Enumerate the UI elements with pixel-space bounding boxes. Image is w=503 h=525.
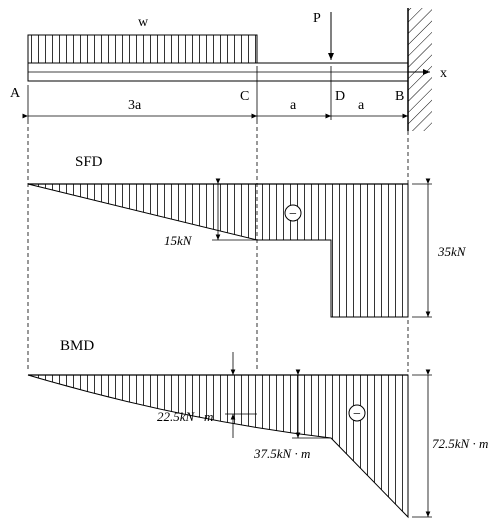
bmd-value-c: 22.5kN · m [157, 409, 213, 424]
dim-ac-label: 3a [128, 98, 142, 113]
x-axis-label: x [440, 66, 447, 81]
bmd-value-end: 72.5kN · m [432, 436, 488, 451]
point-load-label: P [313, 11, 321, 26]
bmd-value-d: 37.5kN · m [253, 446, 310, 461]
load-label: w [138, 15, 149, 30]
dim-db-label: a [358, 98, 365, 113]
beam [27, 62, 409, 82]
distributed-load [27, 34, 258, 64]
sfd-dim-c [212, 178, 257, 241]
bmd-dim-c [225, 352, 257, 438]
point-b-label: B [395, 89, 404, 104]
bmd-dim-d [292, 369, 331, 439]
bmd-area [27, 374, 409, 519]
sfd-dim-end [412, 178, 432, 318]
bmd-sign-badge: − [348, 404, 366, 422]
dim-cd-label: a [290, 98, 297, 113]
point-a-label: A [10, 86, 21, 101]
distributed-load-block [27, 34, 258, 64]
sfd-value-c: 15kN [164, 233, 193, 248]
sfd-title: SFD [75, 154, 103, 170]
point-d-label: D [335, 89, 345, 104]
wall-hatch [408, 8, 432, 131]
bmd-dim-end [412, 369, 432, 518]
bmd-diagram [27, 374, 409, 519]
sfd-value-end: 35kN [437, 244, 467, 259]
sfd-sign: − [289, 207, 297, 222]
fixed-support [407, 8, 432, 131]
bmd-sign: − [353, 407, 361, 422]
point-c-label: C [240, 89, 249, 104]
bmd-title: BMD [60, 338, 94, 354]
sfd-sign-badge: − [284, 204, 302, 222]
